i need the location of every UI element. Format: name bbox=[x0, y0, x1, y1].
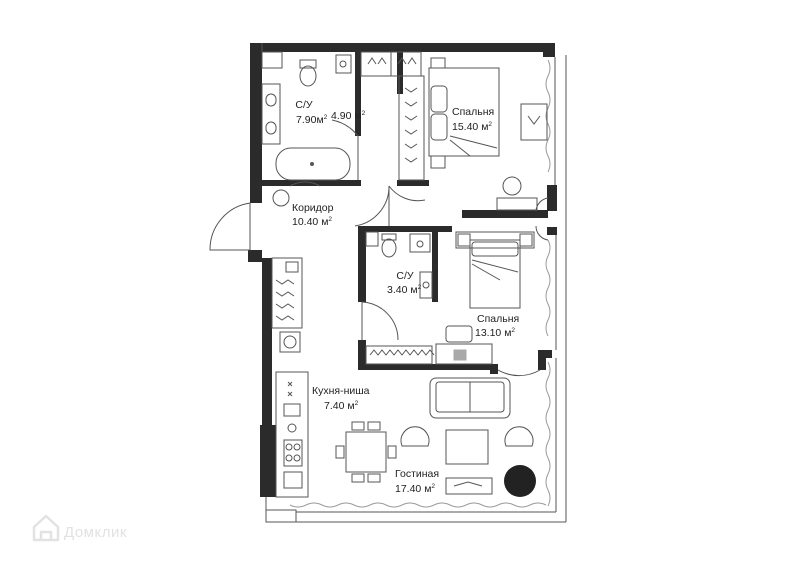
bedroom2-furniture bbox=[365, 231, 535, 365]
closet-area: 4.90 м2 bbox=[331, 110, 366, 122]
bathroom1-name: С/У bbox=[295, 99, 313, 111]
living-name: Гостиная bbox=[395, 468, 439, 480]
kitchen-name: Кухня-ниша bbox=[312, 385, 370, 397]
house-logo-icon bbox=[32, 514, 60, 542]
corridor-area: 10.40 м2 bbox=[292, 216, 332, 228]
floor-lamp-icon bbox=[504, 465, 536, 497]
bathroom2-fixtures bbox=[365, 231, 433, 299]
watermark: Домклик bbox=[32, 514, 127, 542]
outer-frame bbox=[261, 43, 567, 523]
window-curtains bbox=[289, 59, 551, 508]
corridor-name: Коридор bbox=[292, 202, 334, 214]
outer-walls bbox=[248, 43, 557, 497]
kitchen-area: 7.40 м2 bbox=[324, 400, 359, 412]
bedroom1-area: 15.40 м2 bbox=[452, 121, 492, 133]
bedroom1-name: Спальня bbox=[452, 106, 494, 118]
living-area: 17.40 м2 bbox=[395, 483, 435, 495]
bedroom2-name: Спальня bbox=[477, 313, 519, 325]
bathroom2-area: 3.40 м2 bbox=[387, 284, 422, 296]
bathroom1-fixtures bbox=[261, 51, 352, 207]
watermark-text: Домклик bbox=[64, 524, 127, 541]
bedroom2-area: 13.10 м2 bbox=[475, 327, 515, 339]
bedroom1-furniture bbox=[428, 57, 548, 211]
bathroom1-area: 7.90м2 bbox=[296, 114, 328, 126]
living-furniture bbox=[335, 377, 534, 495]
closet-wardrobes bbox=[360, 51, 425, 181]
bathroom2-name: С/У bbox=[396, 270, 414, 282]
room-labels: С/У 7.90м2 4.90 м2 Спальня 15.40 м2 Кори… bbox=[292, 99, 519, 495]
kitchen-furniture bbox=[271, 257, 309, 498]
